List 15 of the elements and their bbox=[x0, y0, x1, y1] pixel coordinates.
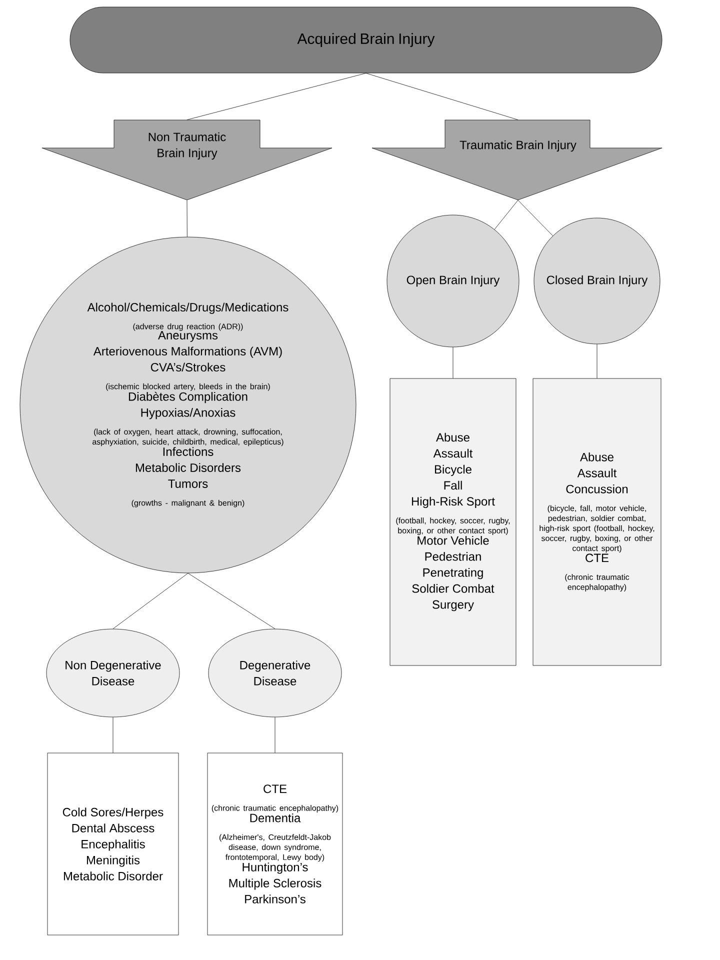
list-box: CTE (chronic traumatic encephalopathy) Dementia (Alzheimer's, Creutzfeldt-Jakob disease, down syndrome, frontotemporal, Lewy body) Huntington’s Multiple Sclerosis Parkinson’s bbox=[207, 752, 343, 936]
connector-line bbox=[112, 717, 114, 753]
connector-line bbox=[366, 73, 518, 120]
connector-line bbox=[186, 73, 366, 120]
connector-line bbox=[188, 573, 276, 629]
list-box: Abuse Assault Concussion (bicycle, fall, motor vehicle, pedestrian, soldier combat, high-risk sport (football, hockey, soccer, rugby, boxing, or other contact sport) CTE (chronic traumatic encephalopathy) bbox=[532, 378, 662, 666]
connector-line bbox=[112, 573, 188, 629]
connector-line bbox=[452, 347, 454, 378]
connector-line bbox=[596, 344, 598, 378]
connector-line bbox=[274, 717, 276, 753]
connector-line bbox=[186, 200, 188, 237]
connector-line bbox=[518, 200, 554, 236]
connector-line bbox=[494, 200, 518, 230]
list-box: Abuse Assault Bicycle Fall High-Risk Sport (football, hockey, soccer, rugby, boxing, or other contact sport) Motor Vehicle Pedestrian Penetrating Soldier Combat Surgery bbox=[390, 378, 516, 666]
list-box: Cold Sores/Herpes Dental Abscess Encephalitis Meningitis Metabolic Disorder bbox=[47, 752, 179, 936]
